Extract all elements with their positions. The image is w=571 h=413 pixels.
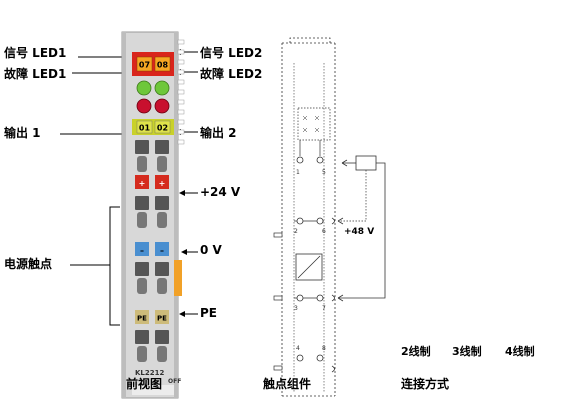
signal-led2-label: 信号 LED2	[200, 46, 263, 60]
pe-text-1: PE	[137, 315, 147, 323]
two-wire-label: 2线制	[401, 345, 431, 358]
optocoupler-box	[297, 107, 331, 141]
output2-label: 输出 2	[200, 126, 237, 140]
terminal-row-3	[135, 262, 169, 294]
housing-outline	[281, 37, 336, 397]
right-contact-3	[331, 365, 335, 373]
power-contacts-bracket	[109, 206, 120, 326]
fault-led1-label: 故障 LED1	[4, 67, 67, 81]
terminal-1	[296, 156, 304, 164]
terminal-8-num: 8	[322, 345, 326, 352]
zero-v-label: 0 V	[200, 243, 222, 257]
terminal-3-num: 3	[294, 305, 298, 312]
three-wire-label: 3线制	[452, 345, 482, 358]
minus-badge-1	[135, 242, 149, 256]
fault-led2-label: 故障 LED2	[200, 67, 263, 81]
plus48v-label: +48 V	[344, 227, 374, 237]
terminal-1-num: 1	[296, 169, 300, 176]
terminal-row-1	[135, 140, 169, 172]
terminal-row-2	[135, 196, 169, 228]
red-led-1	[136, 98, 152, 114]
model-text: KL2212	[135, 369, 164, 377]
terminal-5-num: 5	[322, 169, 326, 176]
terminal-2-num: 2	[294, 228, 298, 235]
terminal-7	[316, 294, 324, 302]
terminal-6-num: 6	[322, 228, 326, 235]
terminal-7-num: 7	[322, 305, 326, 312]
terminal-4	[296, 354, 304, 362]
off-text: OFF	[168, 378, 181, 385]
terminal-row-4	[135, 330, 169, 362]
minus-badge-2	[155, 242, 169, 256]
pe-text-2: PE	[157, 315, 167, 323]
green-led-1	[136, 80, 152, 96]
terminal-5	[316, 156, 324, 164]
red-led-2	[154, 98, 170, 114]
signal-led1-label: 信号 LED1	[4, 46, 67, 60]
terminal-8	[316, 354, 324, 362]
led-08-badge	[154, 56, 171, 72]
green-led-2	[154, 80, 170, 96]
load-box	[355, 155, 377, 171]
module-front-view: 07 08 01 02 + + – – PE PE	[121, 31, 185, 399]
terminal-6	[316, 217, 324, 225]
minus-text-2: –	[160, 246, 164, 255]
four-wire-label: 4线制	[505, 345, 535, 358]
contact-assembly-diagram: 1 5 2 6 3 7 4 8 +48 V	[273, 37, 386, 397]
right-contact-1	[331, 217, 335, 225]
plus-text-2: +	[159, 179, 166, 188]
contact-assembly-caption: 触点组件	[263, 377, 312, 391]
left-stub-3	[273, 365, 283, 371]
terminal-3	[296, 294, 304, 302]
plus-badge-1	[135, 175, 149, 189]
minus-text-1: –	[140, 246, 144, 255]
plus-badge-2	[155, 175, 169, 189]
led-07-badge	[136, 56, 153, 72]
left-stub-1	[273, 232, 283, 238]
out-01-text: 01	[139, 124, 151, 133]
connection-method-caption: 连接方式	[401, 377, 450, 391]
pe-badge-2	[155, 310, 169, 324]
right-contact-2	[331, 294, 335, 302]
side-orange-strip	[174, 260, 182, 296]
output1-label: 输出 1	[4, 126, 41, 140]
pe-label: PE	[200, 306, 217, 320]
power-contacts-label: 电源触点	[4, 257, 53, 271]
terminal-4-num: 4	[296, 345, 300, 352]
plus-text-1: +	[139, 179, 146, 188]
led-08-text: 08	[157, 61, 169, 70]
terminal-2	[296, 217, 304, 225]
led-07-text: 07	[139, 61, 150, 70]
left-stub-2	[273, 295, 283, 301]
plus24v-label: +24 V	[200, 185, 241, 199]
pe-badge-1	[135, 310, 149, 324]
out-02-text: 02	[157, 124, 168, 133]
front-view-caption: 前视图	[126, 377, 163, 391]
